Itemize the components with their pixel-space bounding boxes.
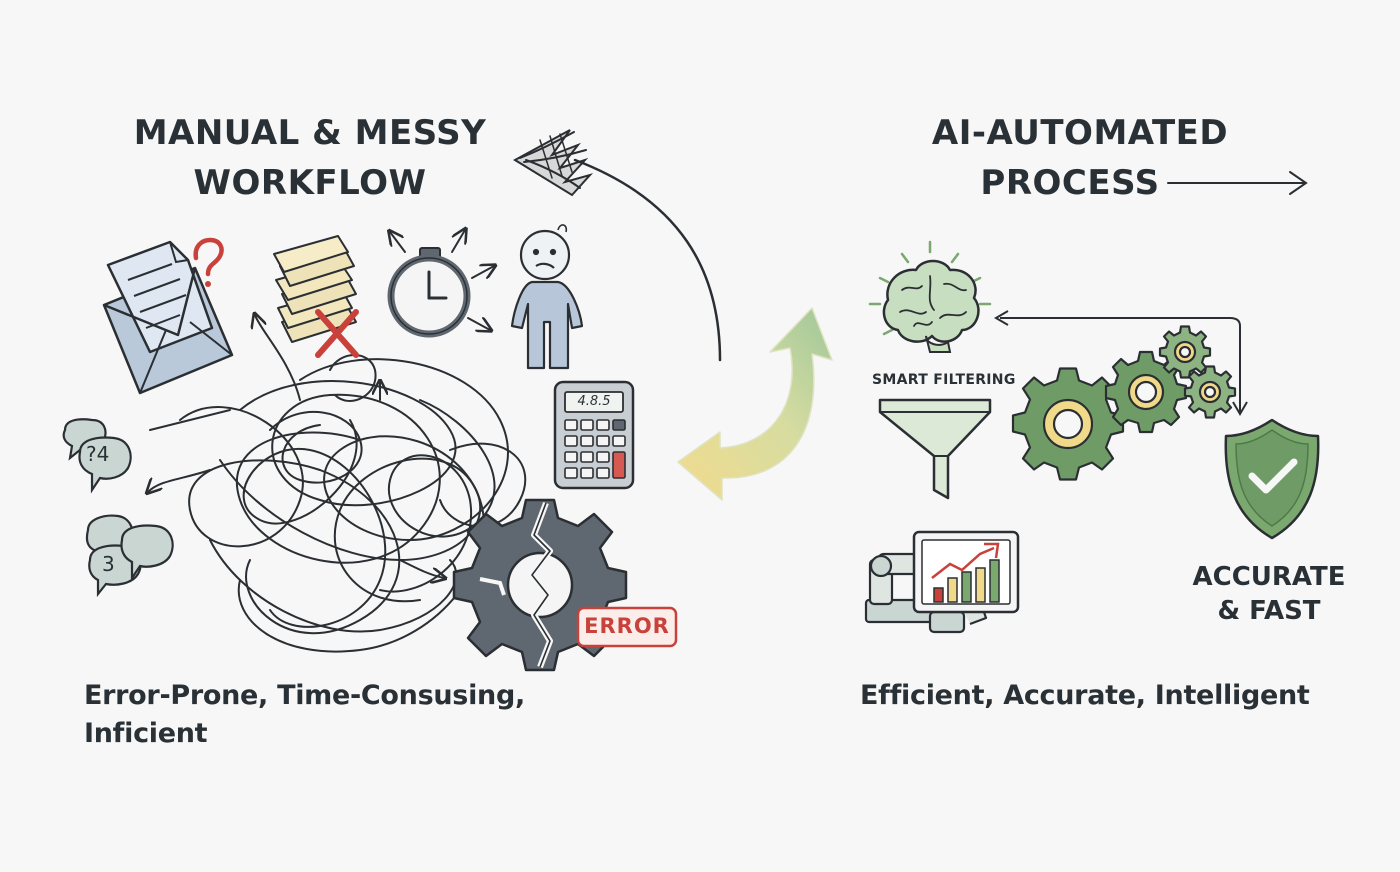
shield-check-icon: [1224, 418, 1320, 540]
scribble-arrow: [513, 129, 722, 362]
accurate-fast-label: ACCURATE & FAST: [1184, 560, 1354, 628]
error-badge-label: ERROR: [584, 614, 670, 638]
accurate-fast-line1: ACCURATE: [1192, 562, 1346, 592]
growth-chart-icon: [912, 530, 1020, 614]
right-arrow-icon: [1167, 171, 1308, 195]
left-title-line1: MANUAL & MESSY: [133, 113, 487, 153]
question-mark-icon: [193, 237, 224, 287]
right-title-line1: AI-AUTOMATED: [931, 113, 1229, 153]
bubble-bottom-text: 3: [102, 552, 115, 576]
tangled-lines-icon: [148, 315, 527, 653]
error-badge: [576, 606, 678, 648]
right-title: AI-AUTOMATED PROCESS: [880, 108, 1280, 208]
paper-stack-icon: [273, 235, 357, 343]
bubble-top-text: ?4: [86, 442, 110, 466]
left-caption-line2: Inficient: [84, 718, 208, 749]
right-title-line2: PROCESS: [980, 163, 1160, 203]
confused-person-icon: [510, 224, 584, 370]
envelope-document-icon: [102, 240, 234, 395]
left-title: MANUAL & MESSY WORKFLOW: [120, 108, 500, 208]
feedback-connector: [994, 310, 1248, 416]
red-x-icon: [315, 309, 359, 358]
left-caption-line1: Error-Prone, Time-Consusing,: [84, 680, 525, 711]
accurate-fast-line2: & FAST: [1217, 596, 1321, 626]
brain-icon: [868, 240, 992, 353]
gears-icon: [1011, 325, 1237, 481]
calculator-display: 4.8.5: [577, 394, 611, 409]
right-caption: Efficient, Accurate, Intelligent: [860, 680, 1310, 711]
smart-filtering-label: SMART FILTERING: [872, 372, 1016, 388]
left-title-line2: WORKFLOW: [193, 163, 427, 203]
left-caption: Error-Prone, Time-Consusing, Inficient: [84, 677, 525, 753]
speech-bubbles-icon: [62, 418, 174, 598]
calculator-icon: [553, 380, 635, 490]
funnel-icon: [878, 398, 992, 500]
stopwatch-icon: [390, 230, 494, 338]
cycle-arrow-icon: [677, 307, 833, 501]
